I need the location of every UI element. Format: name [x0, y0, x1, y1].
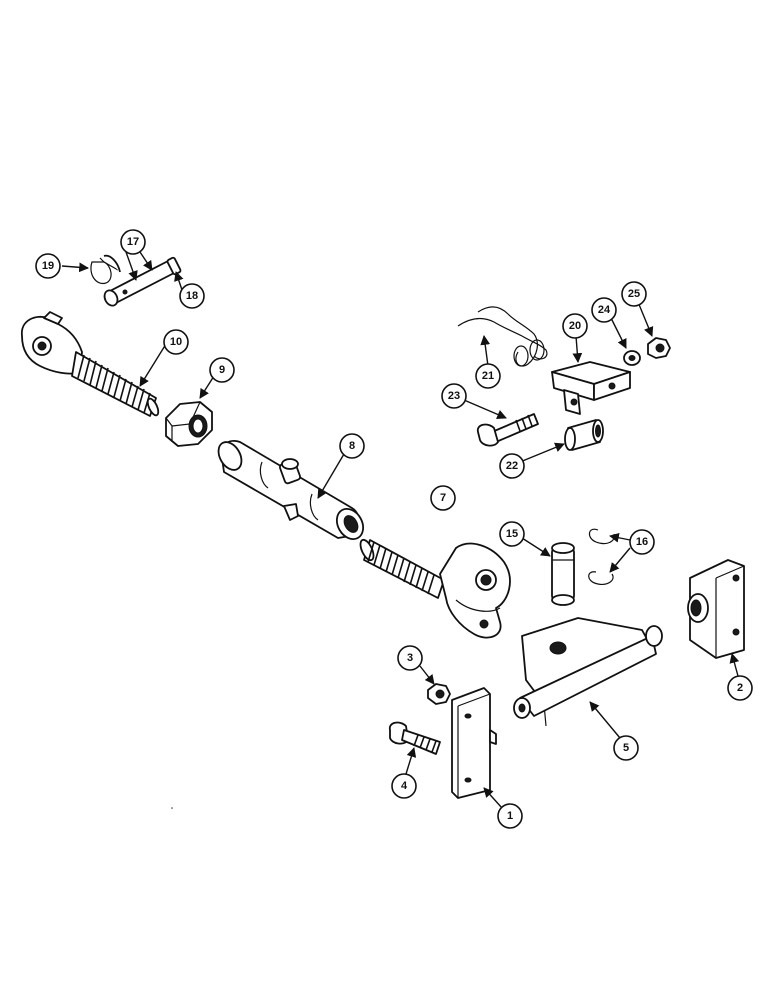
callout-9: 9	[209, 357, 235, 383]
svg-text:4: 4	[401, 780, 408, 792]
callout-1: 1	[497, 803, 523, 829]
callout-21: 21	[475, 363, 501, 389]
callout-16: 16	[629, 529, 655, 555]
callout-19: 19	[35, 253, 61, 279]
callout-22: 22	[499, 453, 525, 479]
leader-lines	[61, 251, 740, 809]
svg-text:23: 23	[448, 390, 460, 402]
part-20-bracket	[551, 361, 631, 415]
part-16-snap-rings	[588, 528, 615, 585]
part-25-nut	[647, 337, 671, 359]
part-24-washer	[623, 350, 641, 366]
svg-text:1: 1	[507, 810, 513, 822]
part-1-plate	[451, 687, 497, 799]
callout-18: 18	[179, 283, 205, 309]
svg-text:20: 20	[569, 320, 581, 332]
svg-text:25: 25	[628, 288, 640, 300]
callout-15: 15	[499, 521, 525, 547]
part-15-pin	[551, 542, 575, 606]
part-23-bolt	[476, 413, 539, 447]
svg-text:7: 7	[440, 492, 446, 504]
part-22-bushing	[564, 419, 604, 451]
svg-text:16: 16	[636, 536, 648, 548]
callout-5: 5	[613, 735, 639, 761]
callout-23: 23	[441, 383, 467, 409]
part-5-lever-arm	[513, 617, 663, 727]
callout-20: 20	[562, 313, 588, 339]
callout-3: 3	[397, 645, 423, 671]
svg-text:19: 19	[42, 260, 54, 272]
part-8-turnbuckle	[217, 440, 365, 540]
part-10-rod-end	[21, 311, 160, 417]
part-21-spring-clip	[457, 306, 548, 367]
callout-10: 10	[163, 329, 189, 355]
svg-text:24: 24	[598, 304, 611, 316]
callout-25: 25	[621, 281, 647, 307]
svg-text:15: 15	[506, 528, 518, 540]
svg-text:17: 17	[127, 236, 139, 248]
svg-text:22: 22	[506, 460, 518, 472]
callout-7: 7	[430, 485, 456, 511]
callout-8: 8	[339, 433, 365, 459]
part-19-clip	[90, 254, 121, 285]
svg-text:10: 10	[170, 336, 182, 348]
part-2-mount-bracket	[687, 559, 745, 659]
svg-text:2: 2	[737, 682, 743, 694]
part-3-nut	[427, 683, 451, 705]
svg-text:5: 5	[623, 742, 629, 754]
part-7-clevis-rod	[359, 538, 511, 639]
svg-text:3: 3	[407, 652, 413, 664]
part-4-bolt	[388, 721, 441, 755]
callout-24: 24	[591, 297, 617, 323]
svg-text:21: 21	[482, 370, 494, 382]
callout-2: 2	[727, 675, 753, 701]
callout-4: 4	[391, 773, 417, 799]
svg-text:8: 8	[349, 440, 355, 452]
callout-17: 17	[120, 229, 146, 255]
stray-dot	[171, 807, 173, 809]
svg-text:9: 9	[219, 364, 225, 376]
part-9-hex-nut	[165, 401, 213, 447]
svg-text:18: 18	[186, 290, 198, 302]
